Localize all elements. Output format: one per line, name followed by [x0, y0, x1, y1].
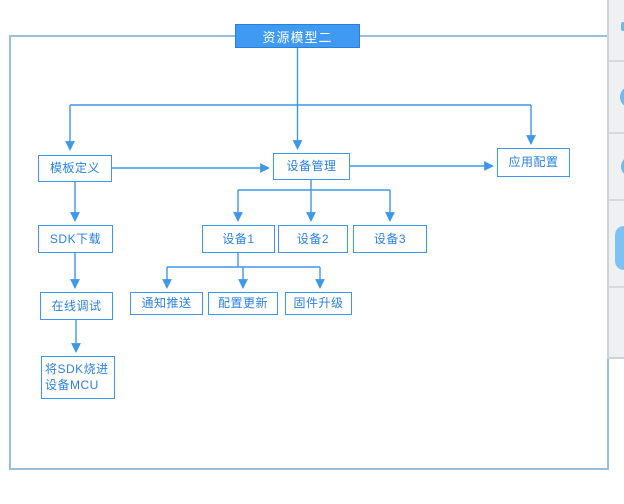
node-firmware-upgrade[interactable]: 固件升级 — [285, 292, 352, 315]
side-panel-cell[interactable] — [609, 288, 624, 355]
side-panel — [607, 0, 624, 359]
node-device-2[interactable]: 设备2 — [278, 225, 348, 253]
node-device-3[interactable]: 设备3 — [353, 225, 427, 253]
node-sdk-download[interactable]: SDK下载 — [38, 225, 113, 253]
node-online-debug[interactable]: 在线调试 — [40, 292, 113, 320]
node-template-definition[interactable]: 模板定义 — [38, 155, 112, 182]
node-config-update[interactable]: 配置更新 — [208, 292, 278, 315]
node-device-management[interactable]: 设备管理 — [273, 153, 350, 180]
partial-tick-icon — [621, 22, 624, 31]
side-panel-cell[interactable] — [609, 201, 624, 288]
node-app-config[interactable]: 应用配置 — [497, 148, 570, 177]
side-panel-cell[interactable] — [609, 134, 624, 201]
partial-circle-icon — [621, 156, 624, 177]
node-device-1[interactable]: 设备1 — [202, 225, 275, 253]
partial-rounded-square-icon — [615, 226, 624, 270]
diagram-title: 资源模型二 — [235, 24, 360, 48]
node-burn-sdk-to-mcu[interactable]: 将SDK烧进设备MCU — [41, 356, 115, 399]
side-panel-cell[interactable] — [609, 0, 624, 62]
side-panel-cell[interactable] — [609, 62, 624, 134]
partial-circle-icon — [620, 86, 624, 108]
node-notification-push[interactable]: 通知推送 — [130, 292, 203, 315]
